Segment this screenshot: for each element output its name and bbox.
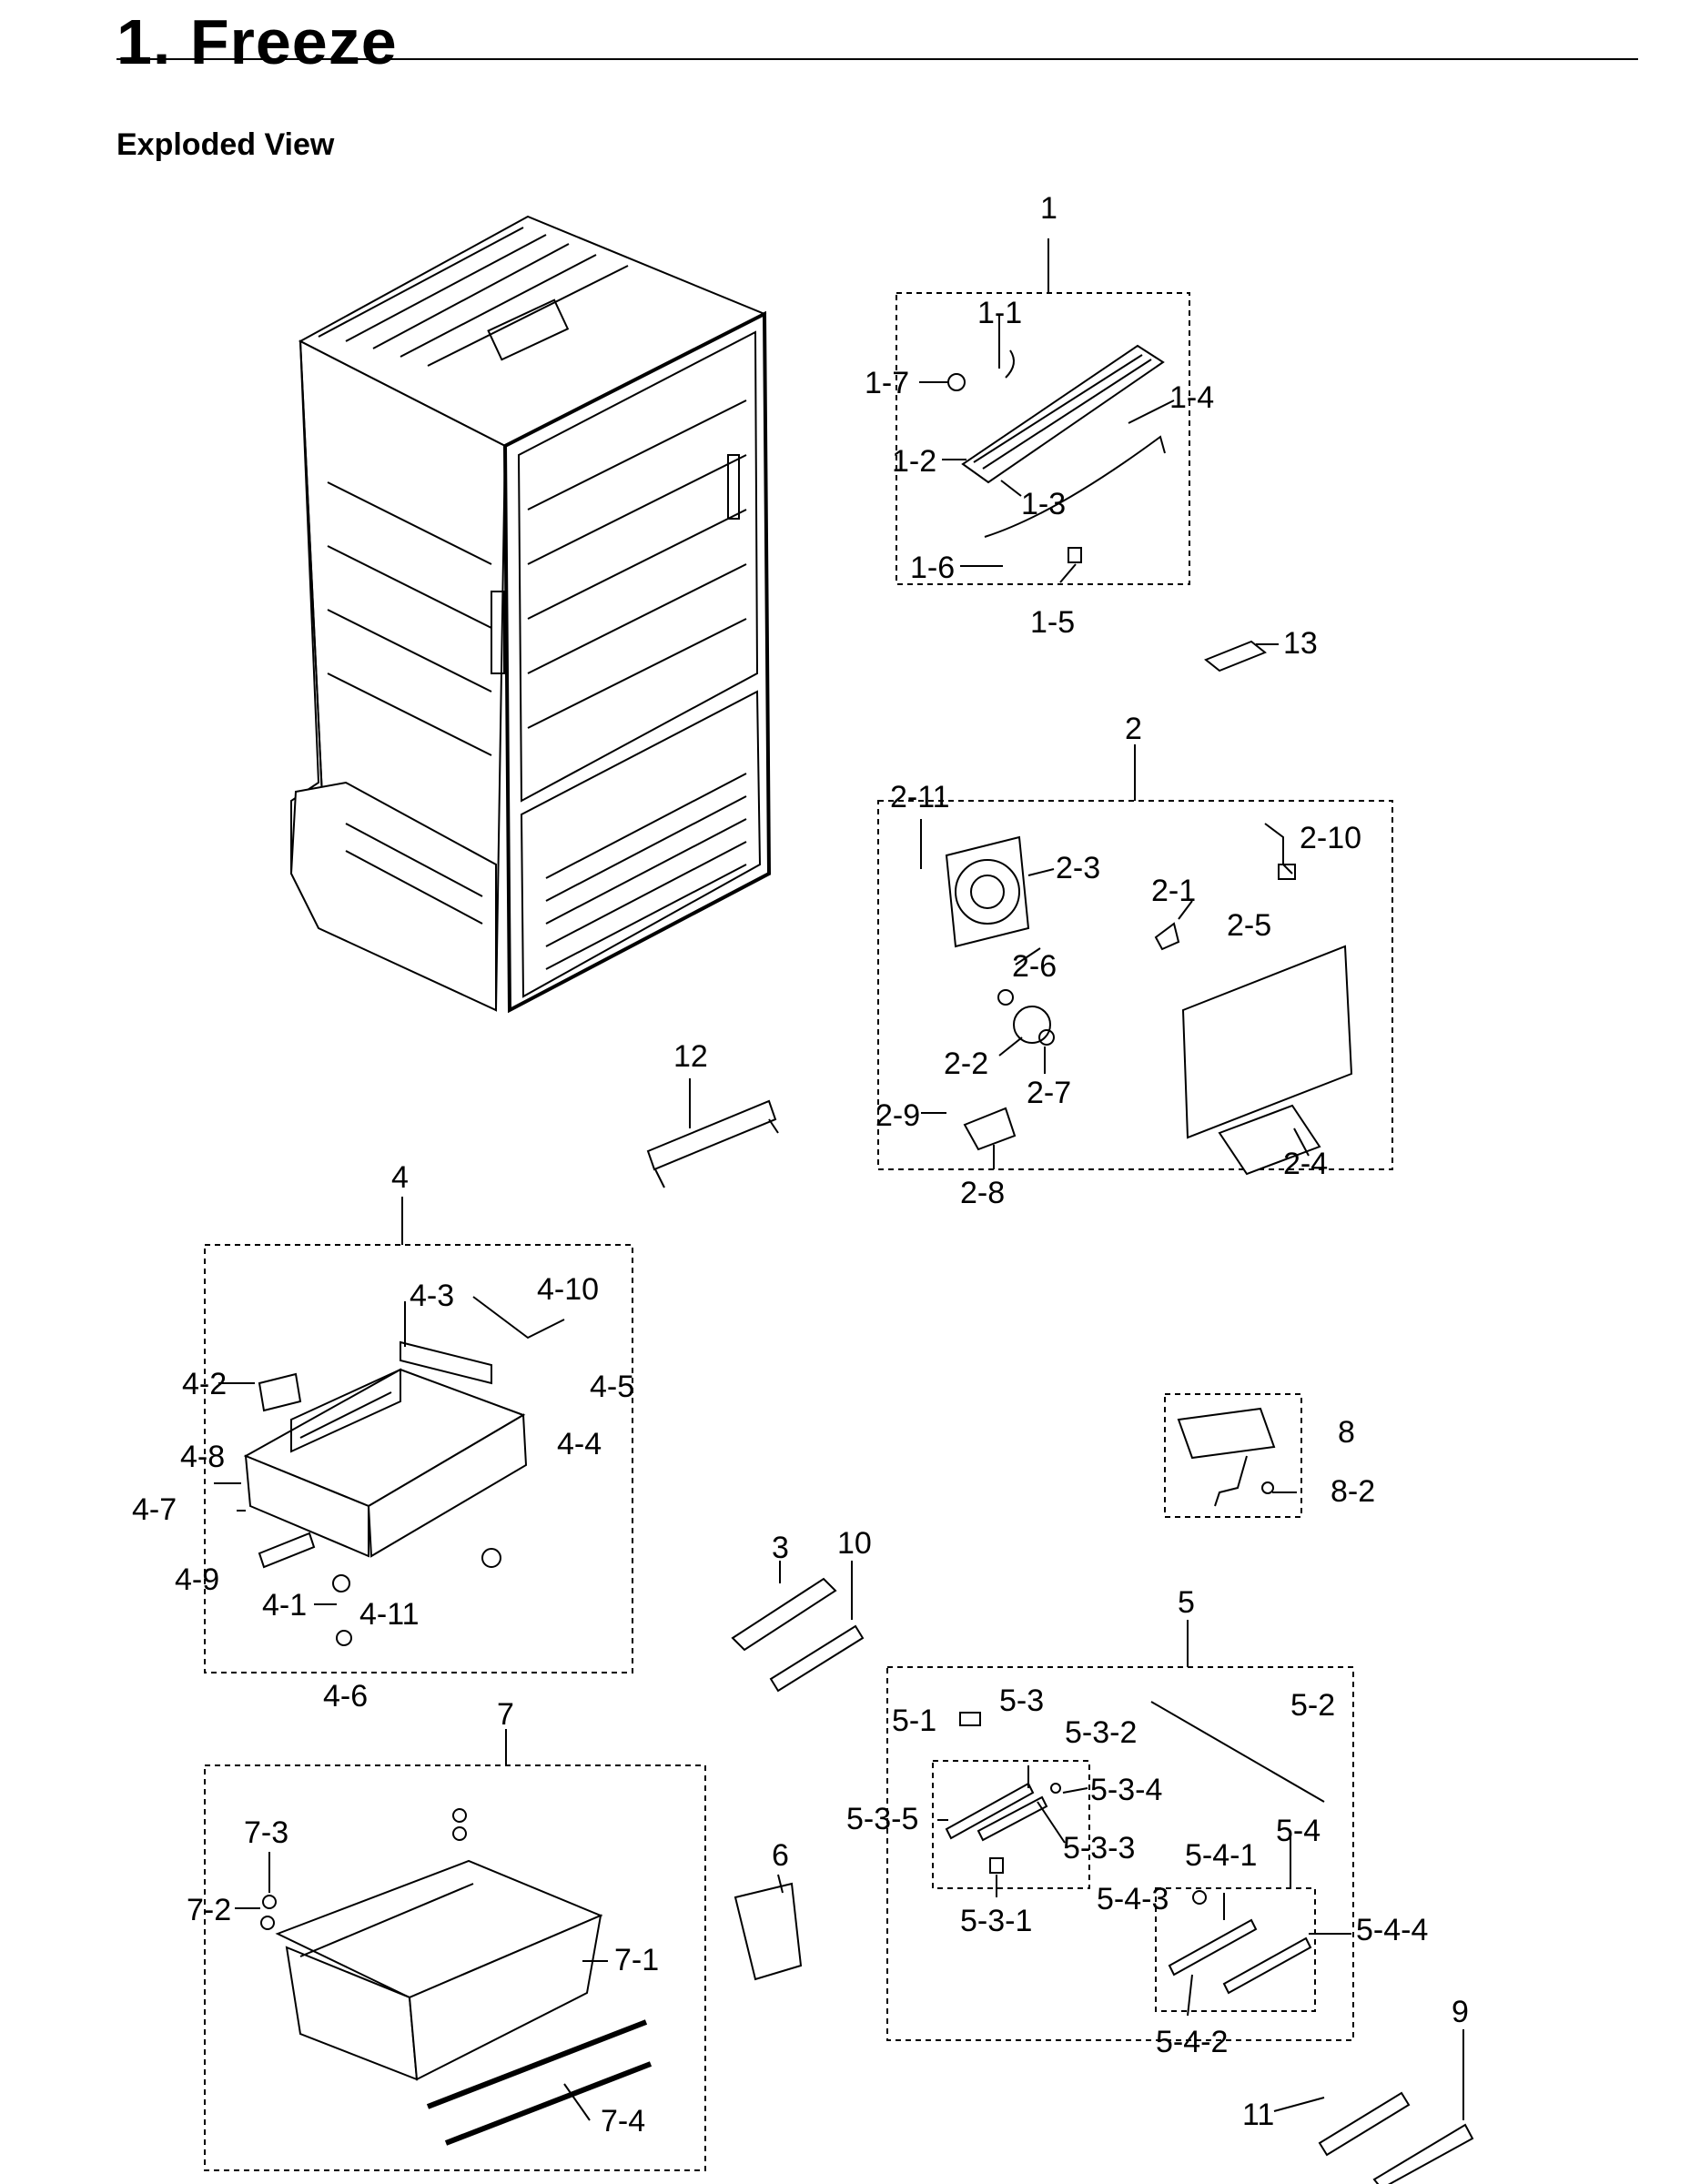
label-5-4-2: 5-4-2: [1156, 2025, 1228, 2059]
label-4-8: 4-8: [180, 1440, 225, 1474]
label-5-3: 5-3: [999, 1684, 1044, 1718]
cabinet-drawing: [289, 215, 772, 1014]
section-subtitle: Exploded View: [116, 127, 335, 162]
part-group-8: [1164, 1393, 1302, 1518]
label-5-4-4: 5-4-4: [1356, 1913, 1428, 1947]
part-group-1: [896, 238, 1190, 585]
label-2-2: 2-2: [944, 1046, 988, 1081]
part-6: [734, 1874, 803, 1981]
label-5-3-1: 5-3-1: [960, 1904, 1032, 1938]
label-1-1: 1-1: [977, 296, 1022, 330]
label-2-11: 2-11: [890, 780, 950, 814]
page-title: 1. Freeze: [116, 6, 398, 77]
label-4-9: 4-9: [175, 1562, 219, 1597]
part-group-2: [877, 744, 1393, 1176]
label-7-1: 7-1: [614, 1943, 659, 1977]
label-1-5: 1-5: [1030, 605, 1075, 640]
label-1-4: 1-4: [1169, 380, 1214, 415]
part-12: [646, 1078, 779, 1188]
title-rule: [116, 58, 1638, 60]
label-4: 4: [391, 1160, 409, 1195]
label-2-9: 2-9: [875, 1098, 920, 1133]
label-5-3-5: 5-3-5: [846, 1802, 918, 1836]
label-5-4: 5-4: [1276, 1814, 1321, 1848]
label-7-3: 7-3: [244, 1815, 288, 1850]
label-4-7: 4-7: [132, 1492, 177, 1527]
label-5-3-2: 5-3-2: [1065, 1715, 1137, 1750]
label-1-2: 1-2: [892, 444, 936, 479]
label-2-8: 2-8: [960, 1176, 1005, 1210]
label-4-4: 4-4: [557, 1427, 602, 1461]
label-6: 6: [772, 1838, 789, 1873]
label-4-6: 4-6: [323, 1679, 368, 1714]
label-4-1: 4-1: [262, 1588, 307, 1623]
label-5-4-3: 5-4-3: [1097, 1882, 1169, 1916]
label-13: 13: [1283, 626, 1318, 661]
label-4-10: 4-10: [537, 1272, 599, 1307]
parts-9-and-11: [1273, 2029, 1474, 2184]
label-8-2: 8-2: [1331, 1474, 1375, 1509]
label-7-2: 7-2: [187, 1893, 231, 1927]
label-2-6: 2-6: [1012, 949, 1057, 984]
label-5: 5: [1178, 1585, 1195, 1620]
label-7-4: 7-4: [601, 2104, 645, 2138]
label-2: 2: [1125, 712, 1142, 746]
label-4-11: 4-11: [359, 1597, 420, 1632]
label-7: 7: [497, 1697, 514, 1732]
label-9: 9: [1452, 1995, 1469, 2029]
label-10: 10: [837, 1526, 872, 1561]
label-12: 12: [673, 1039, 708, 1074]
label-5-2: 5-2: [1290, 1688, 1335, 1723]
part-group-5: [886, 1620, 1354, 2041]
label-11: 11: [1242, 2098, 1274, 2132]
label-5-4-1: 5-4-1: [1185, 1838, 1257, 1873]
label-3: 3: [772, 1531, 789, 1565]
label-1-3: 1-3: [1021, 487, 1066, 521]
label-1: 1: [1040, 191, 1057, 226]
label-8: 8: [1338, 1415, 1355, 1450]
label-1-7: 1-7: [865, 366, 909, 400]
label-2-7: 2-7: [1027, 1076, 1071, 1110]
label-5-3-4: 5-3-4: [1090, 1773, 1162, 1807]
label-1-6: 1-6: [910, 551, 955, 585]
label-5-3-3: 5-3-3: [1063, 1831, 1135, 1866]
callout-labels: 1 1-1 1-7 1-4 1-2 1-3 1-6 1-5 13 2 2-11 …: [132, 191, 1469, 2138]
label-2-3: 2-3: [1056, 851, 1100, 885]
label-2-4: 2-4: [1283, 1147, 1328, 1181]
label-2-1: 2-1: [1151, 874, 1196, 908]
part-13: [1204, 640, 1279, 672]
part-group-4: [204, 1197, 633, 1673]
label-2-10: 2-10: [1300, 821, 1361, 855]
label-4-3: 4-3: [410, 1279, 454, 1313]
label-4-2: 4-2: [182, 1367, 227, 1401]
label-5-1: 5-1: [892, 1704, 936, 1738]
part-group-7: [204, 1729, 706, 2171]
parts-3-and-10: [731, 1561, 865, 1693]
label-4-5: 4-5: [590, 1370, 634, 1404]
label-2-5: 2-5: [1227, 908, 1271, 943]
